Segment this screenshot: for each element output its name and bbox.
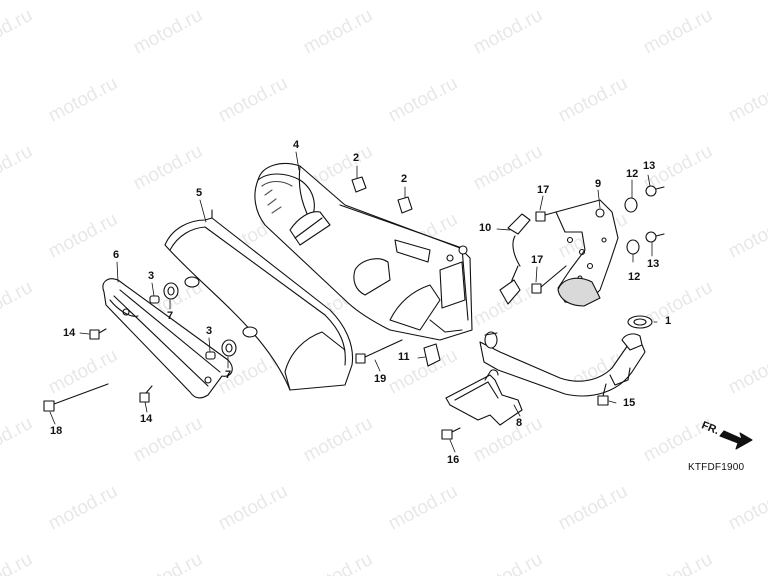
muffler-bracket <box>445 369 523 426</box>
callout-12-lower: 12 <box>628 271 641 283</box>
callout-14-lower: 14 <box>140 413 153 425</box>
callout-8: 8 <box>516 417 523 429</box>
collar-3-upper <box>149 295 160 304</box>
front-direction-arrow-icon <box>719 430 753 450</box>
o2-sensor <box>499 213 531 305</box>
callout-15: 15 <box>623 397 636 409</box>
leader-lines <box>49 151 658 453</box>
callout-3-lower: 3 <box>206 325 213 337</box>
callout-14-upper: 14 <box>63 327 76 339</box>
grommet-12-lower <box>626 239 640 255</box>
callout-2-lower: 2 <box>401 173 408 185</box>
bolt-13-lower <box>645 231 665 243</box>
muffler-body <box>254 162 473 341</box>
diagram-code: KTFDF1900 <box>688 462 745 473</box>
muffler-protector <box>164 209 354 391</box>
callout-9: 9 <box>595 178 602 190</box>
bolt-14-upper <box>89 328 107 340</box>
flange-nut-11 <box>423 343 441 367</box>
bolt-19 <box>355 339 403 364</box>
callout-12-upper: 12 <box>626 168 639 180</box>
bolt-16 <box>441 427 461 440</box>
callout-13-lower: 13 <box>647 258 660 270</box>
exhaust-pipe <box>479 331 646 397</box>
bolt-15 <box>597 383 609 406</box>
callout-3-upper: 3 <box>148 270 155 282</box>
callout-10: 10 <box>479 222 492 234</box>
bolt-17-lower <box>531 265 567 294</box>
bolt-18 <box>43 383 109 412</box>
muffler-cover-gasket <box>102 278 233 399</box>
grommet-12-upper <box>624 197 638 213</box>
callout-19: 19 <box>374 373 387 385</box>
gasket <box>627 315 653 329</box>
callout-6: 6 <box>113 249 120 261</box>
collar-3-lower <box>205 351 216 360</box>
nut-2-lower <box>397 196 413 214</box>
grommet-7-lower <box>221 339 237 357</box>
heat-shield <box>555 199 619 307</box>
nut-2-upper <box>351 176 367 193</box>
callout-17-upper: 17 <box>537 184 550 196</box>
callout-2-upper: 2 <box>353 152 360 164</box>
bolt-17-upper <box>535 211 557 222</box>
callout-7-lower: 7 <box>225 369 232 381</box>
bolt-13-upper <box>645 185 665 197</box>
callout-7-upper: 7 <box>167 310 174 322</box>
callout-17-lower: 17 <box>531 254 544 266</box>
callout-4: 4 <box>293 139 300 151</box>
callout-5: 5 <box>196 187 203 199</box>
grommet-7-upper <box>163 282 179 300</box>
callout-16: 16 <box>447 454 460 466</box>
callout-18: 18 <box>50 425 63 437</box>
callout-11: 11 <box>398 351 410 363</box>
bolt-14-lower <box>139 385 153 403</box>
callout-1: 1 <box>665 315 672 327</box>
callout-13-upper: 13 <box>643 160 656 172</box>
